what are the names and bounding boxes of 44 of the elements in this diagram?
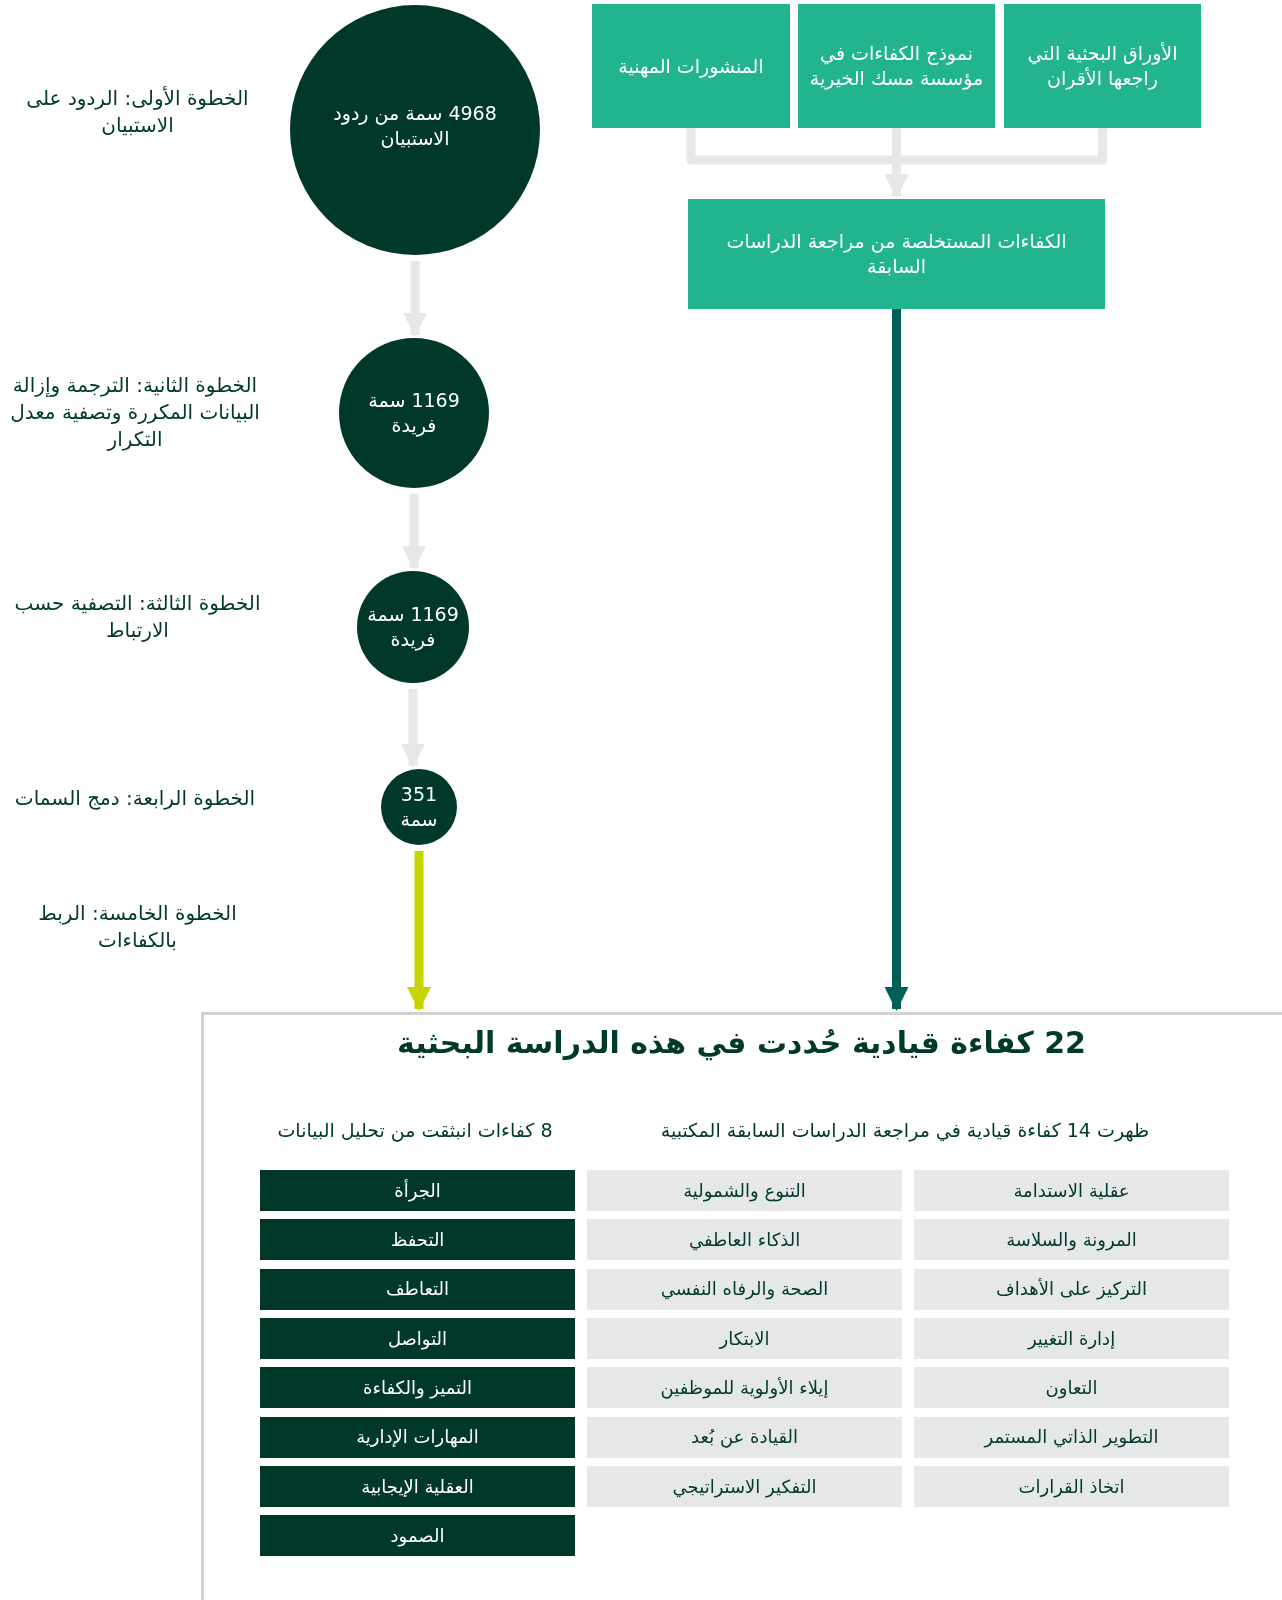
- competency-box: عقلية الاستدامة: [914, 1170, 1229, 1211]
- competency-box: الابتكار: [587, 1317, 902, 1359]
- competency-box: الصحة والرفاه النفسي: [587, 1268, 902, 1310]
- competency-box: الصمود: [260, 1515, 575, 1557]
- count-circle: 1169 سمة فريدة: [357, 571, 469, 683]
- count-circle: 1169 سمة فريدة: [339, 338, 489, 488]
- panel-title: 22 كفاءة قيادية حُددت في هذه الدراسة البحثية: [396, 1024, 1087, 1063]
- summary-box: الكفاءات المستخلصة من مراجعة الدراسات السابقة: [688, 199, 1105, 309]
- step-label: الخطوة الرابعة: دمج السمات: [13, 785, 257, 812]
- count-circle: 4968 سمة من ردود الاستبيان: [290, 5, 540, 255]
- arrow: [884, 309, 909, 1011]
- competency-box: التواصل: [260, 1317, 575, 1359]
- column-heading: ظهرت 14 كفاءة قيادية في مراجعة الدراسات السابقة المكتبية: [659, 1118, 1151, 1144]
- competency-box: الذكاء العاطفي: [587, 1219, 902, 1261]
- arrow: [407, 851, 431, 1011]
- competency-box: التعاون: [914, 1367, 1229, 1409]
- count-circle: 351 سمة: [381, 769, 457, 845]
- results-panel: [201, 1012, 1282, 1600]
- arrow: [402, 494, 426, 570]
- step-label: الخطوة الثالثة: التصفية حسب الارتباط: [13, 590, 262, 644]
- source-box: الأوراق البحثية التي راجعها الأقران: [1004, 4, 1201, 128]
- competency-box: التنوع والشمولية: [587, 1170, 902, 1211]
- competency-box: التفكير الاستراتيجي: [587, 1465, 902, 1507]
- competency-box: المرونة والسلاسة: [914, 1219, 1229, 1261]
- step-label: الخطوة الثانية: الترجمة وإزالة البيانات المكررة وتصفية معدل التكرار: [9, 372, 261, 453]
- competency-box: الجرأة: [260, 1170, 575, 1211]
- competency-box: اتخاذ القرارات: [914, 1465, 1229, 1507]
- competency-box: التركيز على الأهداف: [914, 1268, 1229, 1310]
- competency-box: إيلاء الأولوية للموظفين: [587, 1367, 902, 1409]
- step-label: الخطوة الأولى: الردود على الاستبيان: [25, 85, 250, 139]
- step-label: الخطوة الخامسة: الربط بالكفاءات: [37, 900, 238, 954]
- competency-box: إدارة التغيير: [914, 1317, 1229, 1359]
- source-box: المنشورات المهنية: [592, 4, 790, 128]
- competency-box: التحفظ: [260, 1219, 575, 1261]
- competency-box: التطوير الذاتي المستمر: [914, 1416, 1229, 1458]
- competency-box: القيادة عن بُعد: [587, 1416, 902, 1458]
- arrow: [403, 261, 427, 337]
- competency-box: المهارات الإدارية: [260, 1416, 575, 1458]
- source-box: نموذج الكفاءات في مؤسسة مسك الخيرية: [798, 4, 995, 128]
- competency-box: التعاطف: [260, 1268, 575, 1310]
- arrow: [401, 689, 425, 768]
- competency-box: التميز والكفاءة: [260, 1367, 575, 1409]
- competency-box: العقلية الإيجابية: [260, 1465, 575, 1507]
- column-heading: 8 كفاءات انبثقت من تحليل البيانات: [276, 1118, 554, 1144]
